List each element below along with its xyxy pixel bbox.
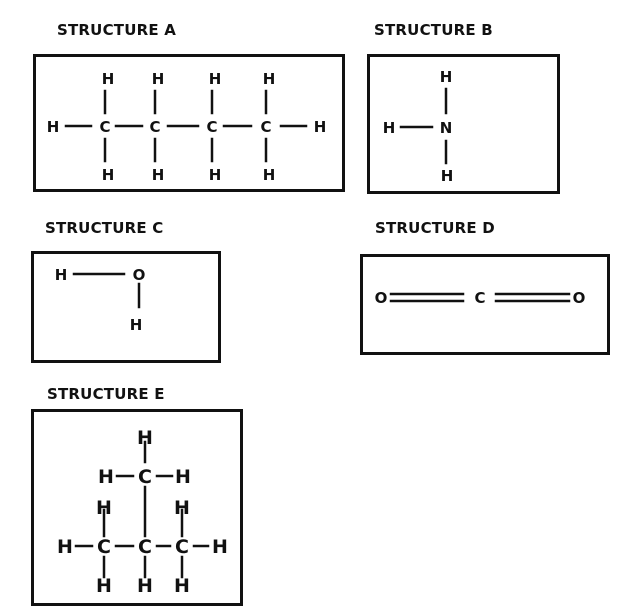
hydrogen-atom: H	[174, 497, 190, 519]
carbon-atom: C	[175, 536, 189, 558]
structure-d-label: STRUCTURE D	[375, 219, 495, 237]
carbon-atom: C	[97, 536, 111, 558]
structure-b-panel: H H N H	[367, 54, 560, 194]
hydrogen-atom: H	[209, 70, 222, 88]
hydrogen-atom: H	[102, 166, 115, 184]
hydrogen-atom: H	[441, 167, 454, 185]
hydrogen-atom: H	[47, 118, 60, 136]
structure-b-diagram: H H N H	[383, 68, 454, 185]
hydrogen-atom: H	[137, 575, 153, 597]
carbon-atom: C	[138, 536, 152, 558]
hydrogen-atom: H	[137, 427, 153, 449]
hydrogen-atom: H	[314, 118, 327, 136]
bonds	[74, 440, 210, 579]
hydrogen-atom: H	[96, 575, 112, 597]
structure-b-label: STRUCTURE B	[374, 21, 493, 39]
carbon-atom: C	[474, 289, 485, 307]
oxygen-atom: O	[573, 289, 586, 307]
structure-d-panel: O C O	[360, 254, 610, 355]
structure-c-label: STRUCTURE C	[45, 219, 164, 237]
hydrogen-atom: H	[212, 536, 228, 558]
hydrogen-atom: H	[55, 266, 68, 284]
hydrogen-atom: H	[152, 70, 165, 88]
hydrogen-atom: H	[96, 497, 112, 519]
carbon-atom: C	[206, 118, 217, 136]
structure-a-label: STRUCTURE A	[57, 21, 177, 39]
hydrogen-atom: H	[102, 70, 115, 88]
hydrogen-atom: H	[383, 119, 396, 137]
hydrogen-atom: H	[174, 575, 190, 597]
bonds	[72, 272, 141, 309]
carbon-atom: C	[138, 466, 152, 488]
hydrogen-atom: H	[440, 68, 453, 86]
structure-e-label: STRUCTURE E	[47, 385, 165, 403]
hydrogen-atom: H	[175, 466, 191, 488]
structure-c-panel: H O H	[31, 251, 221, 363]
hydrogen-atom: H	[57, 536, 73, 558]
nitrogen-atom: N	[440, 119, 453, 137]
hydrogen-atom: H	[263, 70, 276, 88]
structure-c-diagram: H O H	[55, 266, 146, 334]
structure-a-panel: H C C C C H H H H H H H H H	[33, 54, 345, 192]
carbon-atom: C	[149, 118, 160, 136]
structure-e-panel: H H C H H H H C C C H H H H	[31, 409, 243, 606]
oxygen-atom: O	[133, 266, 146, 284]
hydrogen-atom: H	[263, 166, 276, 184]
carbon-atom: C	[99, 118, 110, 136]
structure-d-diagram: O C O	[375, 289, 586, 307]
bonds	[64, 89, 308, 163]
structure-a-diagram: H C C C C H H H H H H H H H	[47, 70, 327, 184]
structure-e-diagram: H H C H H H H C C C H H H H	[57, 427, 228, 597]
hydrogen-atom: H	[152, 166, 165, 184]
hydrogen-atom: H	[130, 316, 143, 334]
carbon-atom: C	[260, 118, 271, 136]
bonds	[389, 292, 571, 303]
bonds	[399, 87, 448, 165]
hydrogen-atom: H	[209, 166, 222, 184]
hydrogen-atom: H	[98, 466, 114, 488]
oxygen-atom: O	[375, 289, 388, 307]
